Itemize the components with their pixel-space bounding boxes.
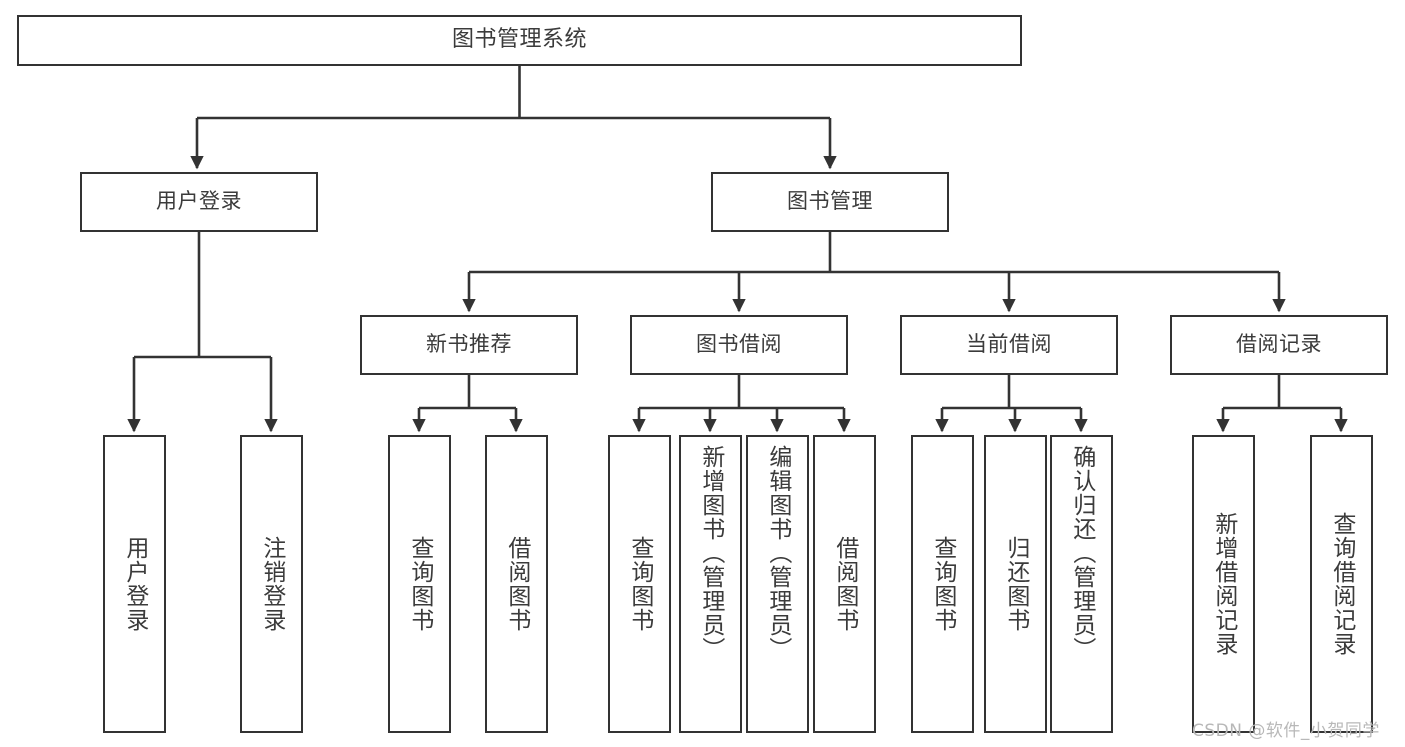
- node-label: 借阅图书: [831, 536, 858, 632]
- node-label: 新增借阅记录: [1210, 512, 1237, 656]
- node-label: 查询图书: [929, 536, 956, 632]
- node-label: 图书借阅: [696, 332, 782, 357]
- node-label: 图书管理: [787, 189, 873, 214]
- watermark-csdn: CSDN @软件_小贺同学: [1192, 721, 1380, 741]
- node-root-book-management-system[interactable]: 图书管理系统: [17, 15, 1022, 66]
- node-leaf-query-book-current[interactable]: 查询图书: [911, 435, 974, 733]
- node-label: 新书推荐: [426, 332, 512, 357]
- node-current-borrow[interactable]: 当前借阅: [900, 315, 1118, 375]
- node-leaf-edit-book-admin[interactable]: 编辑图书（管理员）: [746, 435, 809, 733]
- node-label: 用户登录: [121, 536, 148, 632]
- node-leaf-user-login[interactable]: 用户登录: [103, 435, 166, 733]
- node-leaf-confirm-return-admin[interactable]: 确认归还（管理员）: [1050, 435, 1113, 733]
- node-borrow-record[interactable]: 借阅记录: [1170, 315, 1388, 375]
- node-label: 新增图书（管理员）: [697, 445, 724, 661]
- node-label: 编辑图书（管理员）: [764, 445, 791, 661]
- node-user-login[interactable]: 用户登录: [80, 172, 318, 232]
- node-leaf-query-book-borrow[interactable]: 查询图书: [608, 435, 671, 733]
- node-label: 归还图书: [1002, 536, 1029, 632]
- node-leaf-borrow-book-recommend[interactable]: 借阅图书: [485, 435, 548, 733]
- node-leaf-logout-login[interactable]: 注销登录: [240, 435, 303, 733]
- node-leaf-add-book-admin[interactable]: 新增图书（管理员）: [679, 435, 742, 733]
- node-book-management[interactable]: 图书管理: [711, 172, 949, 232]
- node-leaf-query-book-recommend[interactable]: 查询图书: [388, 435, 451, 733]
- node-label: 图书管理系统: [451, 27, 587, 53]
- node-label: 确认归还（管理员）: [1068, 445, 1095, 661]
- node-leaf-borrow-book[interactable]: 借阅图书: [813, 435, 876, 733]
- node-leaf-return-book[interactable]: 归还图书: [984, 435, 1047, 733]
- node-label: 查询图书: [626, 536, 653, 632]
- node-label: 用户登录: [156, 189, 242, 214]
- node-new-book-recommend[interactable]: 新书推荐: [360, 315, 578, 375]
- node-book-borrow[interactable]: 图书借阅: [630, 315, 848, 375]
- node-leaf-query-borrow-record[interactable]: 查询借阅记录: [1310, 435, 1373, 733]
- node-label: 当前借阅: [966, 332, 1052, 357]
- node-label: 借阅图书: [503, 536, 530, 632]
- node-leaf-add-borrow-record[interactable]: 新增借阅记录: [1192, 435, 1255, 733]
- node-label: 借阅记录: [1236, 332, 1322, 357]
- node-label: 查询图书: [406, 536, 433, 632]
- node-label: 查询借阅记录: [1328, 512, 1355, 656]
- node-label: 注销登录: [258, 536, 285, 632]
